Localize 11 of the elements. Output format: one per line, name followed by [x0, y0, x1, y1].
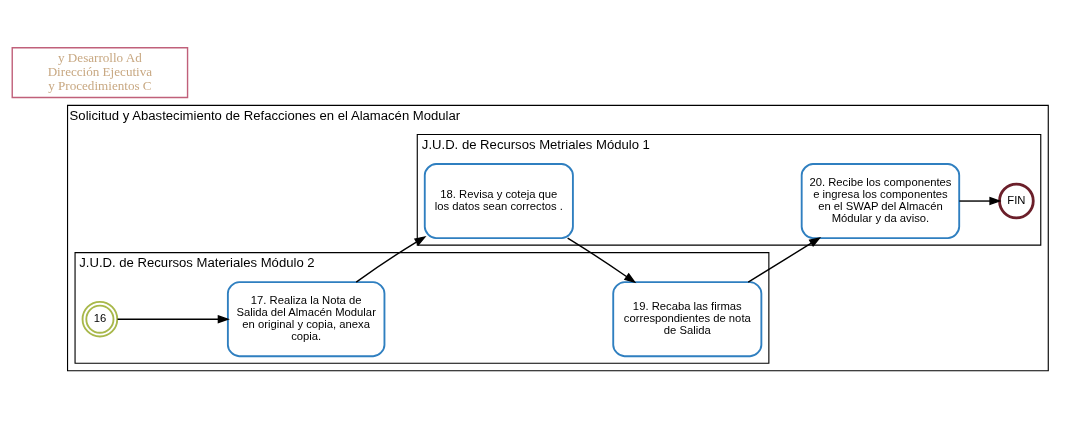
node-box: 19. Recaba las firmas correspondientes de nota de Salida: [612, 280, 763, 357]
arrow: [116, 314, 230, 323]
node-box: 17. Realiza la Nota de Salida del Almacén Modular en original y copia, anexa copia.: [226, 280, 386, 357]
node-box: 18. Revisa y coteja que los datos sean correctos .: [423, 162, 574, 239]
node-box: y Desarrollo Ad Dirección Ejecutiva y Procedimientos C: [11, 46, 189, 98]
arrow: [566, 236, 637, 283]
arrow: [747, 236, 822, 283]
node-box: 20. Recibe los componentes e ingresa los componentes en el SWAP del Almacén Módular y da aviso.: [800, 162, 961, 239]
node-circle: FIN: [998, 182, 1035, 219]
arrow: [958, 196, 1002, 205]
arrow: [355, 235, 427, 283]
